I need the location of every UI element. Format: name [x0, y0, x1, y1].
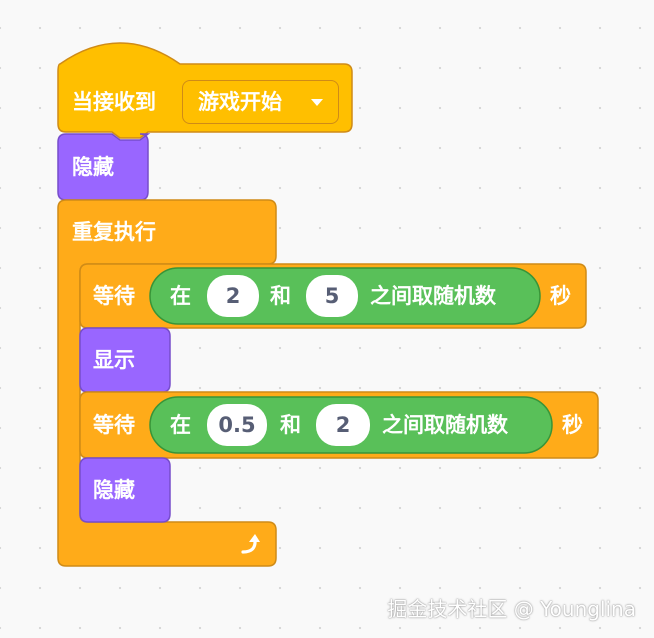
seconds-label-2: 秒: [562, 413, 583, 437]
when-receive-label: 当接收到: [72, 90, 156, 114]
random-to-input-1[interactable]: 5: [306, 275, 358, 317]
hide-block-2[interactable]: [79, 457, 171, 523]
random-prefix-2: 在: [170, 413, 191, 437]
random-suffix-1: 之间取随机数: [370, 284, 496, 308]
random-to-input-2[interactable]: 2: [316, 404, 370, 446]
random-suffix-2: 之间取随机数: [382, 413, 508, 437]
wait-label-2: 等待: [93, 413, 135, 437]
forever-label: 重复执行: [72, 220, 156, 244]
watermark: 掘金技术社区 @ Younglina: [387, 597, 636, 621]
seconds-label-1: 秒: [550, 284, 571, 308]
show-label: 显示: [93, 348, 135, 372]
message-dropdown-value: 游戏开始: [198, 90, 282, 114]
hide-label-1: 隐藏: [72, 155, 114, 179]
hide-label-2: 隐藏: [93, 478, 135, 502]
random-from-input-1[interactable]: 2: [207, 275, 259, 317]
random-prefix-1: 在: [170, 284, 191, 308]
message-dropdown[interactable]: 游戏开始: [182, 80, 339, 124]
loop-arrow-icon: [241, 534, 260, 554]
wait-label-1: 等待: [93, 284, 135, 308]
caret-down-icon: [311, 99, 323, 106]
random-and-label-2: 和: [280, 413, 301, 437]
random-from-input-2[interactable]: 0.5: [207, 404, 267, 446]
random-and-label-1: 和: [270, 284, 291, 308]
